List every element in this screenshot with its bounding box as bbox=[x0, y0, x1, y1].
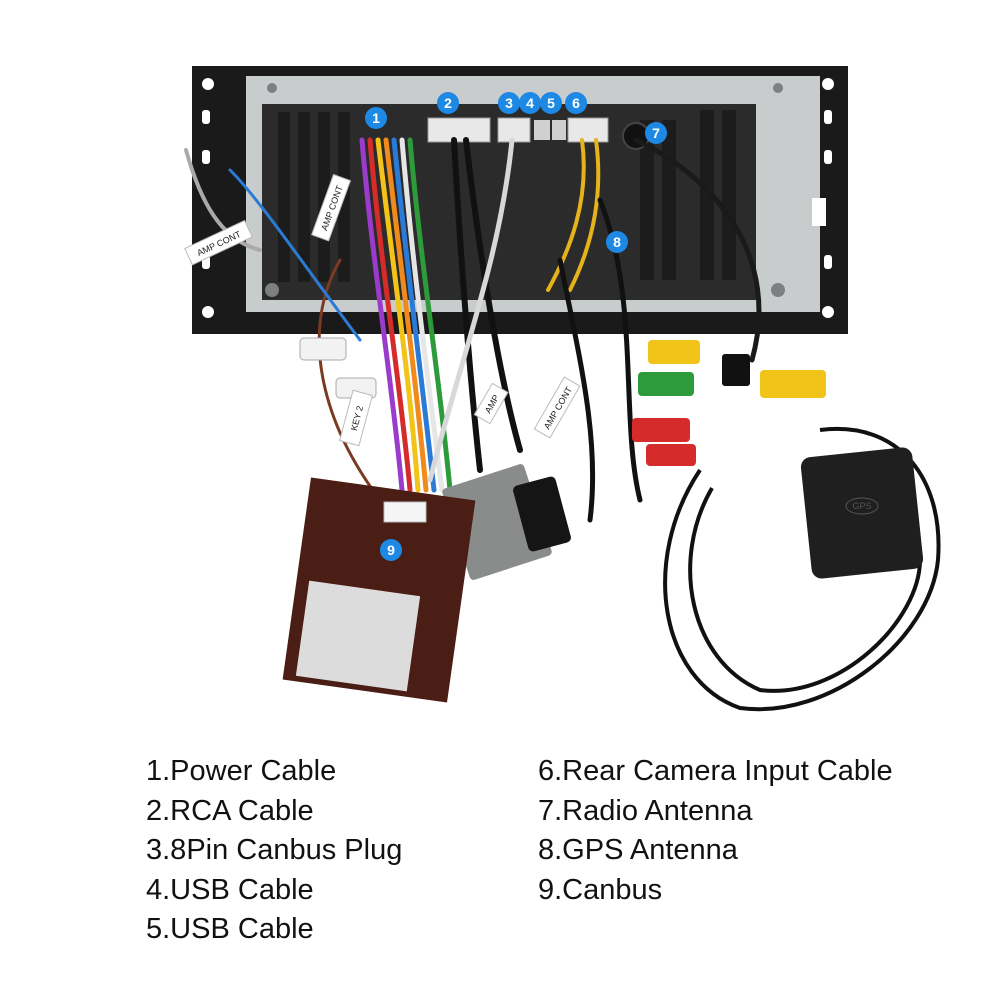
legend-item-usb-cable-4: 4.USB Cable bbox=[146, 873, 314, 906]
head-unit bbox=[192, 66, 848, 334]
svg-text:5: 5 bbox=[547, 95, 555, 111]
wire-harness bbox=[184, 137, 762, 523]
svg-text:9: 9 bbox=[387, 542, 395, 558]
callout-markers: 1 2 3 4 5 6 7 8 bbox=[365, 92, 667, 561]
legend-item-gps-antenna: 8.GPS Antenna bbox=[538, 834, 738, 866]
marker-8: 8 bbox=[606, 231, 628, 253]
marker-3: 3 bbox=[498, 92, 520, 114]
marker-5: 5 bbox=[540, 92, 562, 114]
marker-2: 2 bbox=[437, 92, 459, 114]
svg-text:7: 7 bbox=[652, 125, 660, 141]
rca-plugs bbox=[299, 337, 826, 466]
usb-plug bbox=[513, 476, 571, 552]
legend-item-radio-antenna: 7.Radio Antenna bbox=[538, 794, 753, 827]
legend-item-rear-camera-cable: 6.Rear Camera Input Cable bbox=[538, 755, 893, 787]
svg-text:3: 3 bbox=[505, 95, 513, 111]
product-photo: GPS AMP CONT AMP CONT KEY 2 AMP AMP CONT… bbox=[184, 66, 941, 712]
gps-antenna: GPS bbox=[663, 426, 941, 712]
legend-item-usb-cable-5: 5.USB Cable bbox=[146, 913, 314, 945]
marker-4: 4 bbox=[519, 92, 541, 114]
marker-1: 1 bbox=[365, 107, 387, 129]
svg-text:6: 6 bbox=[572, 95, 580, 111]
marker-9: 9 bbox=[380, 539, 402, 561]
legend-right-column: 6.Rear Camera Input Cable 7.Radio Antenn… bbox=[538, 752, 893, 910]
svg-text:8: 8 bbox=[613, 234, 621, 250]
marker-7: 7 bbox=[645, 122, 667, 144]
svg-text:4: 4 bbox=[526, 95, 534, 111]
legend-left-column: 1.Power Cable 2.RCA Cable 3.8Pin Canbus … bbox=[146, 752, 402, 950]
gps-label: GPS bbox=[852, 501, 871, 511]
legend-item-power-cable: 1.Power Cable bbox=[146, 755, 337, 787]
svg-text:2: 2 bbox=[444, 95, 452, 111]
legend-item-canbus: 9.Canbus bbox=[538, 873, 663, 906]
marker-6: 6 bbox=[565, 92, 587, 114]
svg-text:1: 1 bbox=[372, 110, 380, 126]
legend-item-canbus-plug: 3.8Pin Canbus Plug bbox=[146, 834, 403, 866]
legend-item-rca-cable: 2.RCA Cable bbox=[146, 794, 314, 827]
canbus-box bbox=[282, 477, 476, 703]
